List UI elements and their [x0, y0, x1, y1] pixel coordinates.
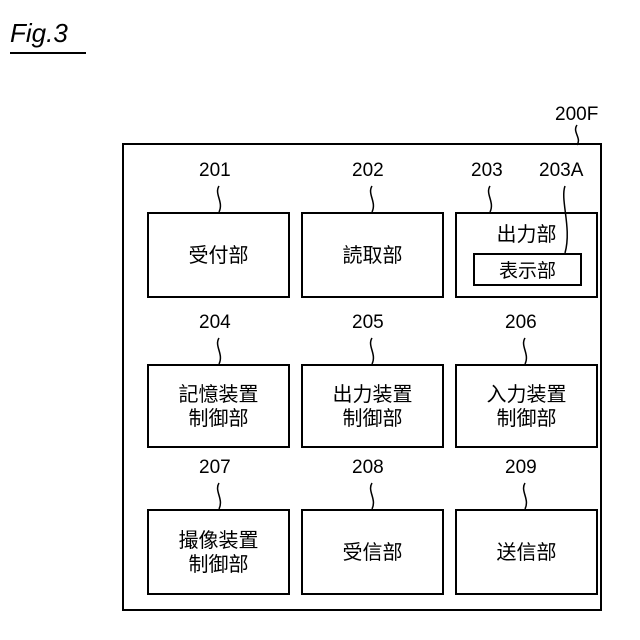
ref-208: 208	[352, 457, 384, 479]
block-imaging-control: 撮像装置 制御部	[147, 509, 290, 595]
ref-204: 204	[199, 312, 231, 334]
block-reading: 読取部	[301, 212, 444, 298]
block-sending: 送信部	[455, 509, 598, 595]
block-reception: 受付部	[147, 212, 290, 298]
leader-200f	[576, 125, 579, 145]
ref-202: 202	[352, 160, 384, 182]
ref-209: 209	[505, 457, 537, 479]
ref-206: 206	[505, 312, 537, 334]
block-output-device-control: 出力装置 制御部	[301, 364, 444, 448]
ref-203: 203	[471, 160, 503, 182]
ref-203a: 203A	[539, 160, 583, 182]
block-storage-control: 記憶装置 制御部	[147, 364, 290, 448]
ref-205: 205	[352, 312, 384, 334]
block-receiving: 受信部	[301, 509, 444, 595]
block-display: 表示部	[473, 253, 582, 286]
ref-201: 201	[199, 160, 231, 182]
block-input-device-control: 入力装置 制御部	[455, 364, 598, 448]
ref-207: 207	[199, 457, 231, 479]
